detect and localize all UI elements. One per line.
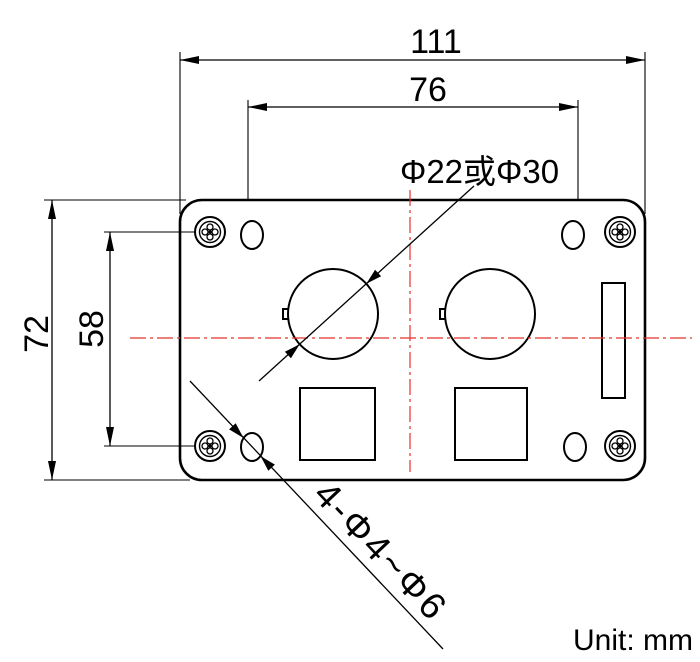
- button-hole-arrow-lower: [284, 344, 300, 359]
- unit-label: Unit: mm: [573, 624, 693, 657]
- mount-hole-bottom-left: [240, 432, 264, 462]
- button-hole-left: [287, 268, 379, 360]
- mount-hole-arrow-upper: [229, 423, 244, 438]
- overall-height-label: 72: [18, 315, 56, 353]
- mount-hole-bottom-right: [563, 432, 587, 462]
- screw-icon: [194, 216, 226, 248]
- mount-hole-top-left: [240, 220, 264, 250]
- screw-icon: [604, 216, 636, 248]
- button-hole-arrow-upper: [366, 269, 382, 284]
- mount-hole-leader: [189, 380, 444, 650]
- overall-width-label: 111: [410, 23, 462, 61]
- vertical-slot: [601, 282, 626, 399]
- square-cutout-left: [299, 387, 376, 461]
- button-hole-right: [444, 268, 536, 360]
- mount-hole-diameter-label: 4-Φ4~Φ6: [306, 473, 456, 629]
- button-hole-diameter-label: Φ22或Φ30: [400, 153, 559, 190]
- button-hole-left-notch: [282, 308, 289, 320]
- screw-icon: [604, 430, 636, 462]
- mount-spacing-height-label: 58: [73, 310, 111, 348]
- mount-hole-arrow-lower: [260, 456, 275, 471]
- square-cutout-right: [454, 387, 528, 461]
- button-hole-right-notch: [439, 308, 446, 320]
- mount-hole-top-right: [561, 220, 585, 250]
- mount-spacing-width-label: 76: [409, 71, 447, 109]
- panel-outline: [178, 198, 647, 482]
- screw-icon: [194, 430, 226, 462]
